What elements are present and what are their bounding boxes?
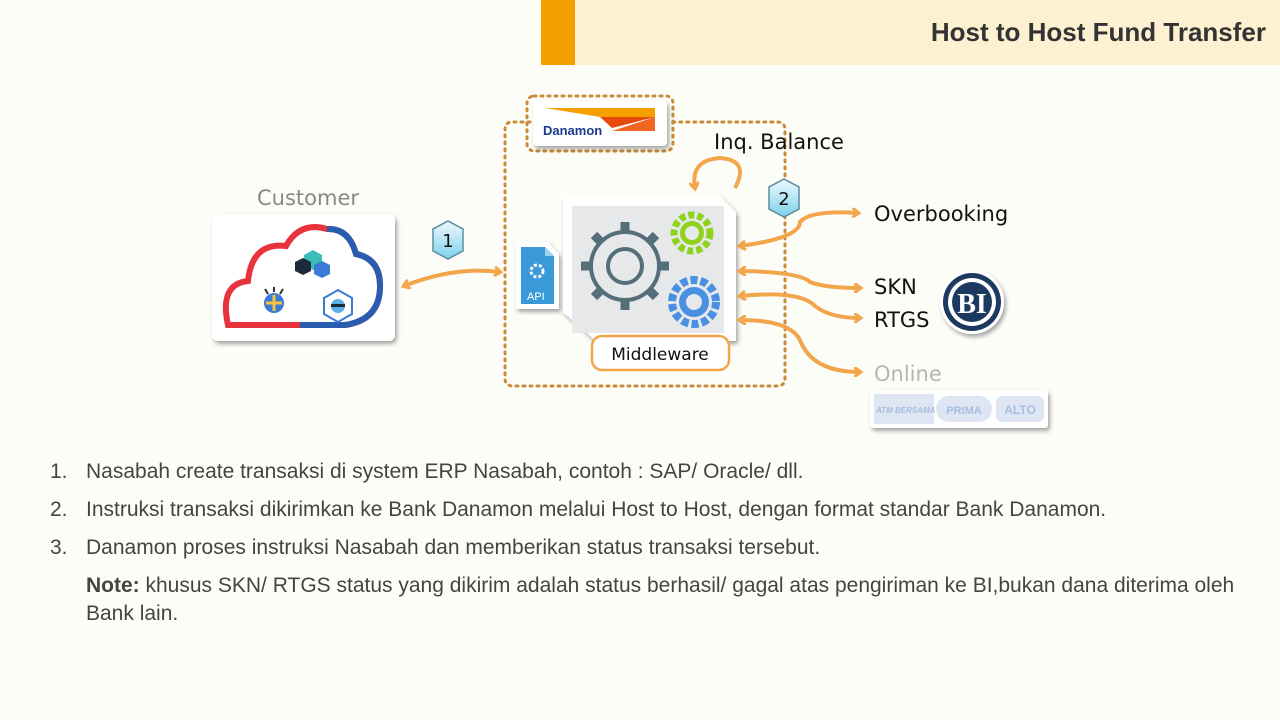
danamon-logo-text: Danamon (543, 123, 602, 138)
hexagon-cluster-icon (295, 250, 330, 278)
overbooking-arrow (740, 212, 858, 246)
openshift-icon (323, 288, 353, 324)
blue-gear-icon (668, 276, 720, 328)
skn-label: SKN (874, 275, 917, 299)
note: Note: khusus SKN/ RTGS status yang dikir… (86, 572, 1265, 628)
list-item: 3. Danamon proses instruksi Nasabah dan … (50, 536, 821, 559)
rtgs-arrow (740, 294, 860, 318)
danamon-boundary (503, 120, 787, 388)
host-to-host-diagram: Danamon Customer 1 2 (212, 94, 1048, 428)
danamon-logo: Danamon (525, 94, 675, 153)
overbooking-label: Overbooking (874, 202, 1008, 226)
list-item: 2. Instruksi transaksi dikirimkan ke Ban… (50, 498, 1107, 521)
list-item: 1. Nasabah create transaksi di system ER… (50, 460, 804, 483)
step-1-badge: 1 (432, 220, 464, 260)
bank-indonesia-logo: BI (940, 270, 1004, 334)
bi-logo-text: BI (957, 289, 987, 320)
step-2-badge: 2 (768, 178, 800, 218)
inq-balance-label: Inq. Balance (714, 130, 844, 154)
alto-logo-text: ALTO (1004, 403, 1036, 417)
online-label: Online (874, 362, 942, 386)
skn-arrow (740, 271, 860, 288)
svg-text:1: 1 (442, 231, 453, 252)
note-text: khusus SKN/ RTGS status yang dikirim ada… (86, 574, 1235, 625)
steps-list: 1. Nasabah create transaksi di system ER… (50, 458, 1265, 628)
green-gear-icon (670, 211, 714, 255)
page-title: Host to Host Fund Transfer (930, 17, 1266, 47)
online-arrow (740, 320, 860, 372)
header-band: Host to Host Fund Transfer (575, 0, 1280, 65)
svg-text:2: 2 (778, 189, 789, 210)
note-label: Note: (86, 574, 140, 597)
prima-logo-text: PRIMA (946, 405, 982, 417)
middleware-card: Middleware (563, 196, 736, 372)
api-document-icon: API (516, 242, 559, 309)
gray-gear-icon (581, 222, 669, 310)
middleware-label: Middleware (611, 345, 709, 365)
atm-network-logos: ATM BERSAMA PRIMA ALTO (870, 390, 1048, 428)
svg-text:API: API (527, 291, 545, 303)
inq-balance-loop-arrow (694, 155, 742, 188)
customer-label: Customer (257, 186, 359, 210)
rtgs-label: RTGS (874, 308, 930, 332)
header-accent-bar (541, 0, 575, 65)
ibm-watson-icon (264, 287, 284, 313)
atm-bersama-logo-text: ATM BERSAMA (875, 406, 936, 415)
customer-middleware-arrow (404, 271, 500, 286)
customer-cloud-card (212, 214, 395, 341)
